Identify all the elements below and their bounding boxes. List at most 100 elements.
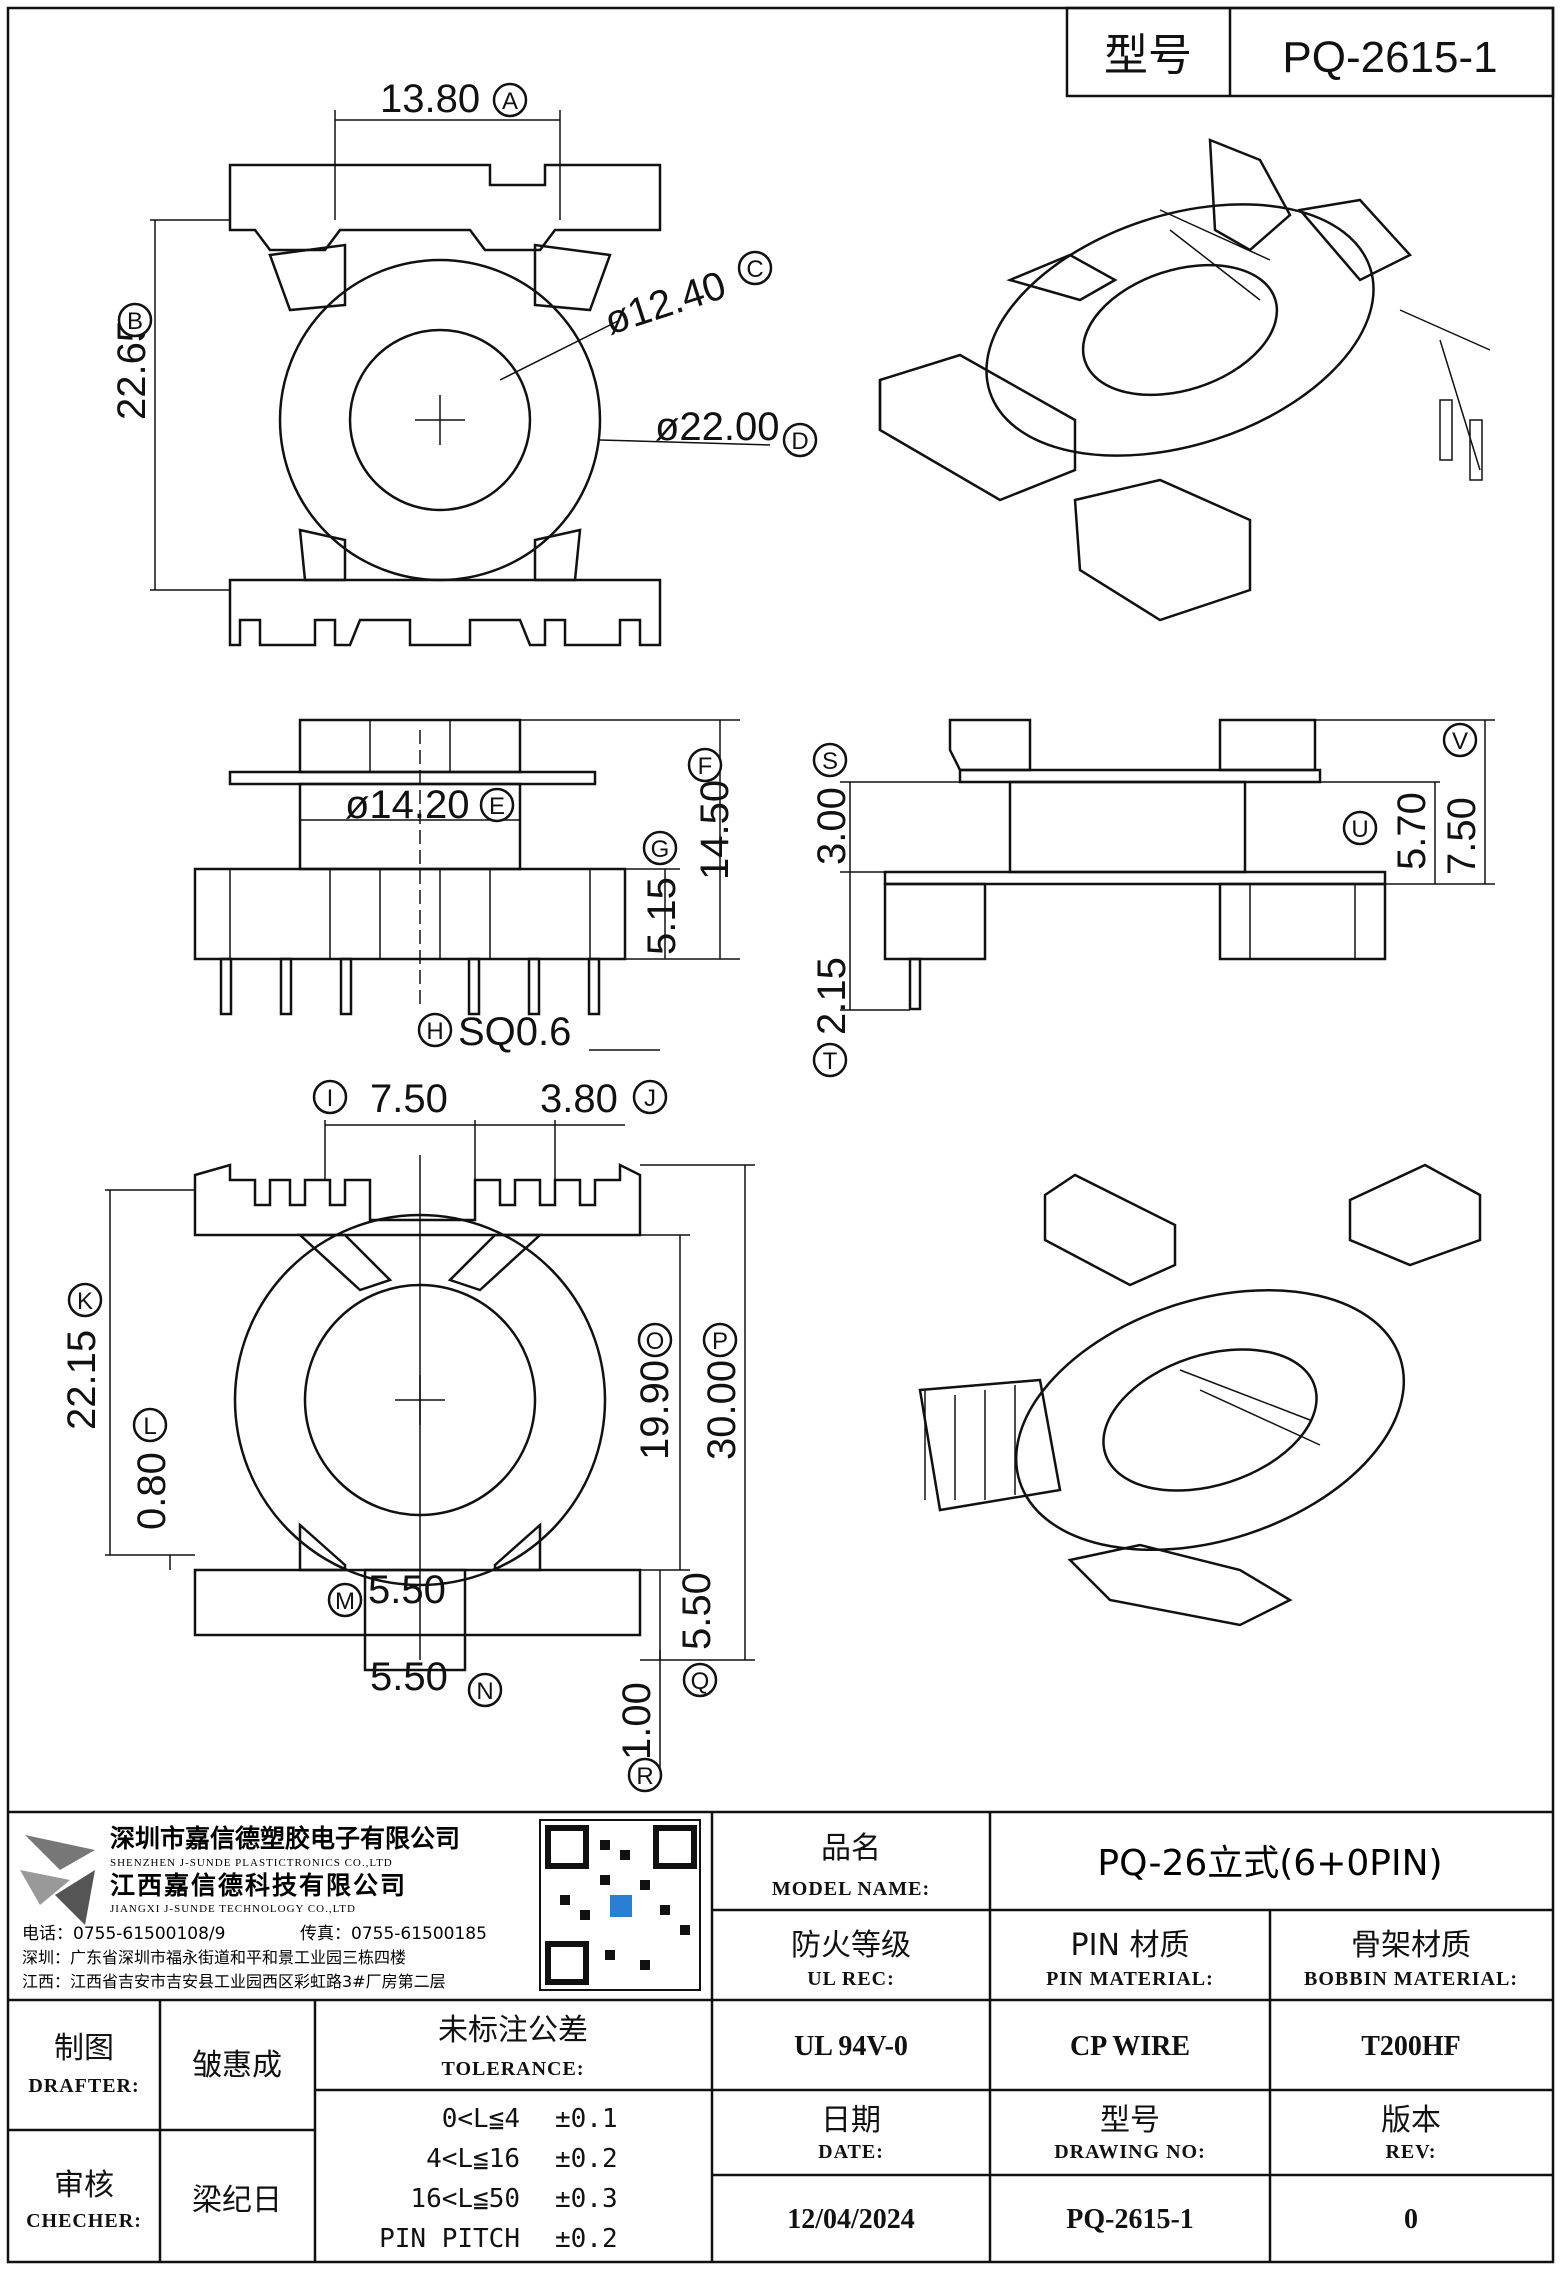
marker-o: O bbox=[637, 1322, 673, 1358]
marker-k: K bbox=[67, 1282, 103, 1318]
rev-label-en: REV: bbox=[1385, 2141, 1436, 2163]
dim-u-value: 5.70 bbox=[1390, 792, 1434, 870]
marker-e: E bbox=[479, 787, 515, 823]
svg-text:O: O bbox=[646, 1328, 665, 1355]
marker-r: R bbox=[627, 1757, 663, 1793]
tolerance-range: 4<L≦16 bbox=[426, 2144, 520, 2174]
svg-text:V: V bbox=[1452, 728, 1468, 755]
tolerance-range: 0<L≦4 bbox=[442, 2104, 520, 2134]
header-type-value: PQ-2615-1 bbox=[1282, 33, 1497, 82]
bobbin-material-label-cn: 骨架材质 bbox=[1351, 1928, 1471, 1963]
dim-j-value: 3.80 bbox=[540, 1077, 618, 1121]
svg-text:B: B bbox=[127, 308, 143, 335]
marker-c: C bbox=[737, 250, 773, 286]
dim-m-value: 5.50 bbox=[368, 1568, 446, 1612]
header-type-label: 型号 bbox=[1104, 31, 1192, 80]
rev-value: 0 bbox=[1404, 2204, 1418, 2235]
marker-i: I bbox=[312, 1079, 348, 1115]
marker-t: T bbox=[812, 1042, 848, 1078]
date-value: 12/04/2024 bbox=[787, 2204, 915, 2235]
company-name-cn: 深圳市嘉信德塑胶电子有限公司 bbox=[110, 1824, 460, 1853]
marker-u: U bbox=[1342, 810, 1378, 846]
svg-text:T: T bbox=[823, 1048, 838, 1075]
bobbin-material-value: T200HF bbox=[1361, 2031, 1461, 2062]
dim-t-value: 2.15 bbox=[810, 957, 854, 1035]
svg-text:U: U bbox=[1351, 816, 1368, 843]
pin-material-label-en: PIN MATERIAL: bbox=[1046, 1968, 1214, 1990]
marker-h: H bbox=[417, 1012, 453, 1048]
tolerance-value: ±0.2 bbox=[555, 2224, 618, 2254]
dim-h-value: SQ0.6 bbox=[458, 1010, 571, 1054]
tolerance-value: ±0.3 bbox=[555, 2184, 618, 2214]
svg-text:P: P bbox=[712, 1328, 728, 1355]
tolerance-value: ±0.1 bbox=[555, 2104, 618, 2134]
dim-q-value: 5.50 bbox=[675, 1572, 719, 1650]
tolerance-label-cn: 未标注公差 bbox=[438, 2013, 588, 2048]
tolerance-value: ±0.2 bbox=[555, 2144, 618, 2174]
svg-text:D: D bbox=[791, 428, 808, 455]
company2-name-cn: 江西嘉信德科技有限公司 bbox=[110, 1871, 407, 1900]
marker-d: D bbox=[782, 422, 818, 458]
svg-text:N: N bbox=[476, 1678, 493, 1705]
drawing-no-value: PQ-2615-1 bbox=[1066, 2204, 1194, 2235]
tolerance-list: 0<L≦4 ±0.1 4<L≦16 ±0.2 16<L≦50 ±0.3 PIN … bbox=[379, 2104, 618, 2254]
top-view bbox=[150, 110, 771, 647]
svg-text:M: M bbox=[335, 1588, 355, 1615]
qr-code-icon bbox=[539, 1819, 701, 1991]
title-block bbox=[8, 1810, 1553, 2262]
pin-material-value: CP WIRE bbox=[1070, 2031, 1190, 2062]
sheet-border bbox=[6, 6, 1555, 2264]
marker-q: Q bbox=[682, 1662, 718, 1698]
bottom-view bbox=[105, 1120, 755, 1770]
rev-label-cn: 版本 bbox=[1381, 2103, 1441, 2138]
dim-s-value: 3.00 bbox=[810, 787, 854, 865]
ul-label-cn: 防火等级 bbox=[791, 1928, 911, 1963]
isometric-view-top bbox=[878, 138, 1491, 622]
ul-label-en: UL REC: bbox=[807, 1968, 895, 1990]
tolerance-range: 16<L≦50 bbox=[410, 2184, 520, 2214]
marker-p: P bbox=[702, 1322, 738, 1358]
date-label-cn: 日期 bbox=[821, 2103, 881, 2138]
dim-k-value: 22.15 bbox=[60, 1330, 104, 1430]
dim-n-value: 5.50 bbox=[370, 1655, 448, 1699]
dim-a-value: 13.80 bbox=[380, 77, 480, 121]
marker-b: B bbox=[117, 302, 153, 338]
company-name-en: SHENZHEN J-SUNDE PLASTICTRONICS CO.,LTD bbox=[110, 1857, 393, 1869]
svg-text:R: R bbox=[636, 1763, 653, 1790]
front-view bbox=[193, 718, 740, 1051]
date-label-en: DATE: bbox=[818, 2141, 884, 2163]
drafter-label-en: DRAFTER: bbox=[28, 2075, 139, 2097]
marker-v: V bbox=[1442, 722, 1478, 758]
marker-g: G bbox=[642, 830, 678, 866]
svg-text:H: H bbox=[426, 1018, 443, 1045]
svg-text:F: F bbox=[698, 753, 713, 780]
svg-text:C: C bbox=[746, 256, 763, 283]
drafter-label-cn: 制图 bbox=[54, 2031, 114, 2066]
drawing-no-label-cn: 型号 bbox=[1100, 2103, 1160, 2138]
svg-text:S: S bbox=[822, 748, 838, 775]
model-name-value: PQ-26立式(6+0PIN) bbox=[1097, 1843, 1442, 1884]
company2-name-en: JIANGXI J-SUNDE TECHNOLOGY CO.,LTD bbox=[110, 1903, 356, 1915]
drafter-value: 皱惠成 bbox=[192, 2048, 282, 2083]
svg-text:L: L bbox=[143, 1413, 156, 1440]
svg-text:K: K bbox=[77, 1288, 93, 1315]
tolerance-range: PIN PITCH bbox=[379, 2224, 520, 2254]
company-logo bbox=[20, 1835, 95, 1925]
checker-label-cn: 审核 bbox=[54, 2168, 114, 2203]
checker-value: 梁纪日 bbox=[192, 2183, 282, 2218]
drawing-no-label-en: DRAWING NO: bbox=[1054, 2141, 1206, 2163]
svg-text:J: J bbox=[644, 1085, 656, 1112]
tolerance-label-en: TOLERANCE: bbox=[442, 2058, 585, 2080]
svg-text:I: I bbox=[327, 1085, 334, 1112]
header-model-box: 型号 PQ-2615-1 bbox=[1065, 6, 1555, 98]
marker-a: A bbox=[492, 82, 528, 118]
checker-label-en: CHECHER: bbox=[26, 2210, 142, 2232]
dim-d-value: ø22.00 bbox=[655, 405, 780, 449]
company-address-sz: 深圳：广东省深圳市福永街道和平和景工业园三栋四楼 bbox=[22, 1948, 406, 1967]
svg-text:Q: Q bbox=[691, 1668, 710, 1695]
dim-f-value: 14.50 bbox=[693, 780, 737, 880]
dim-c-value: ø12.40 bbox=[599, 263, 731, 343]
dim-l-value: 0.80 bbox=[130, 1452, 174, 1530]
pin-material-label-cn: PIN 材质 bbox=[1071, 1928, 1190, 1963]
